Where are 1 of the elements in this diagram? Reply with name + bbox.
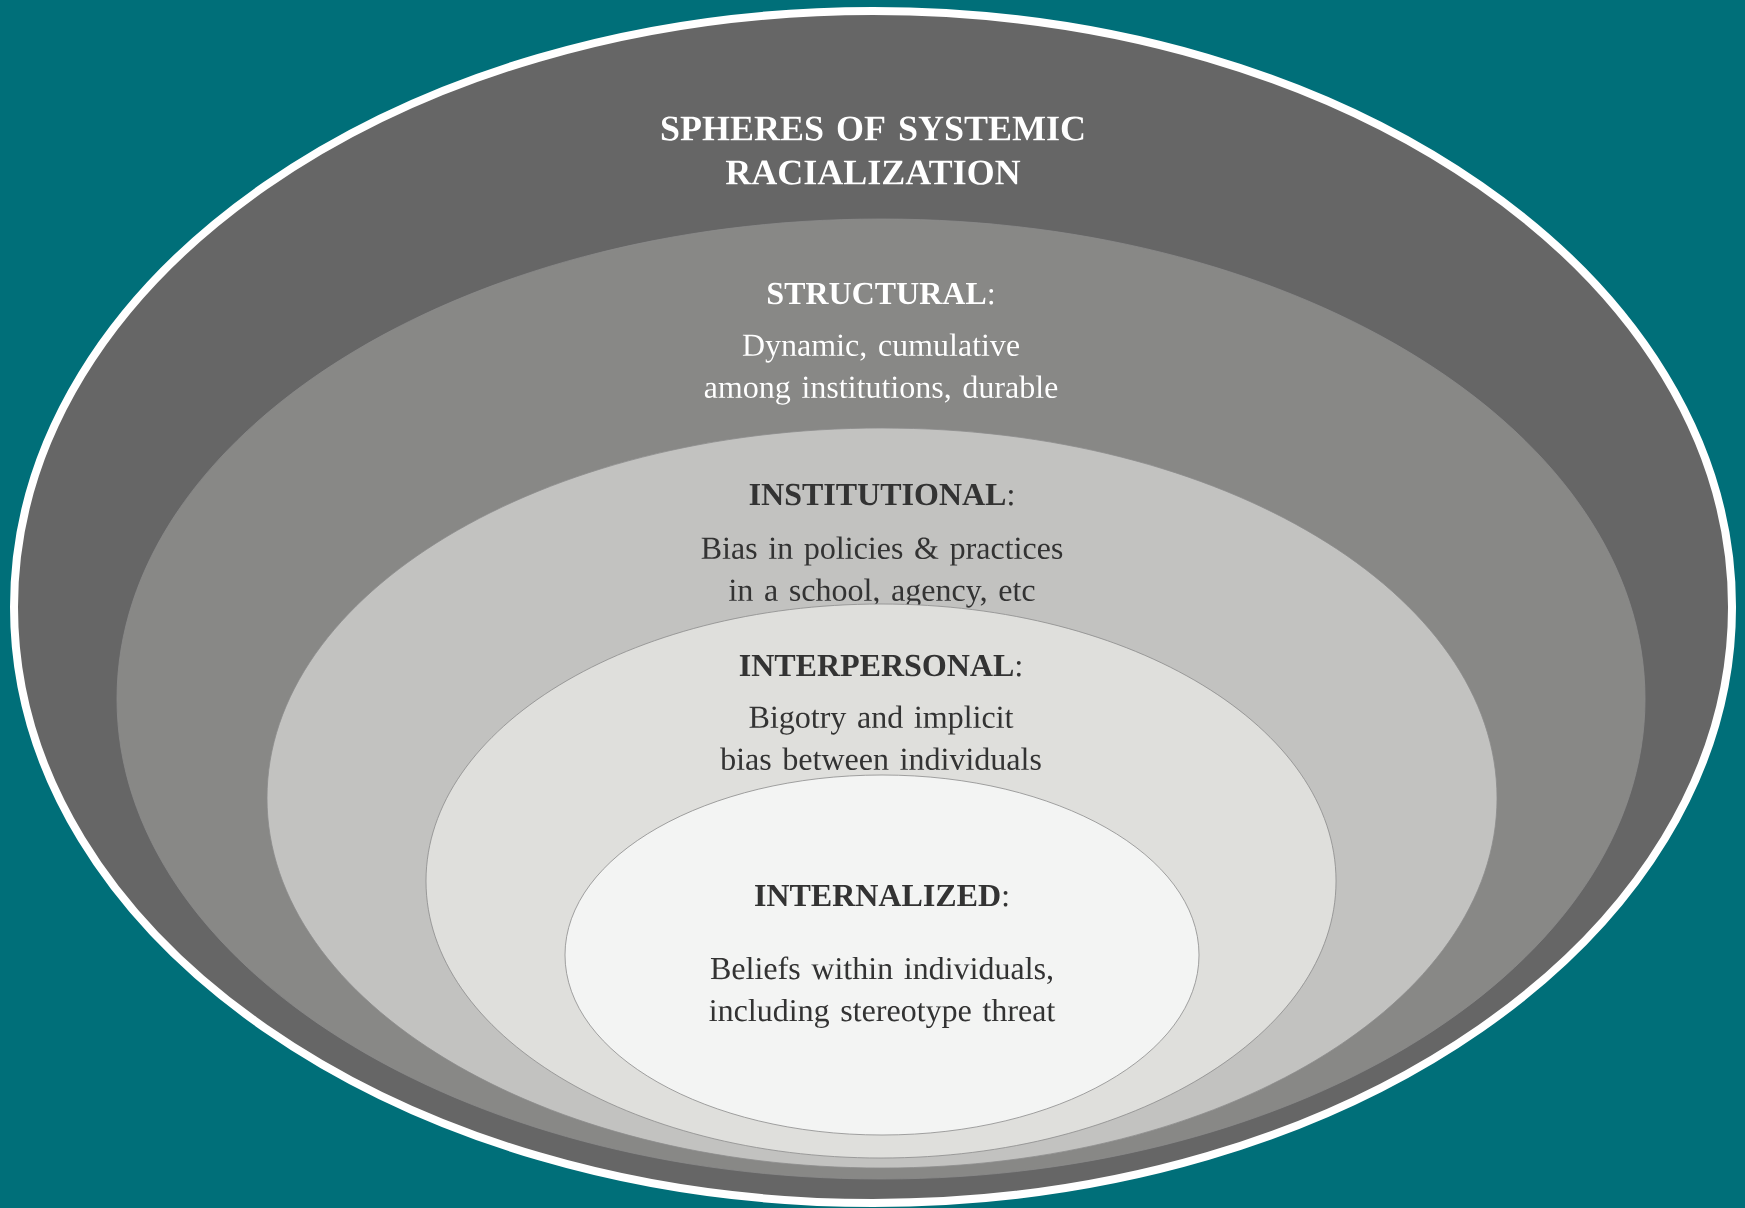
- ellipse-layer: INTERNALIZED: Beliefs within individuals, including stereotype threat: [564, 774, 1200, 1136]
